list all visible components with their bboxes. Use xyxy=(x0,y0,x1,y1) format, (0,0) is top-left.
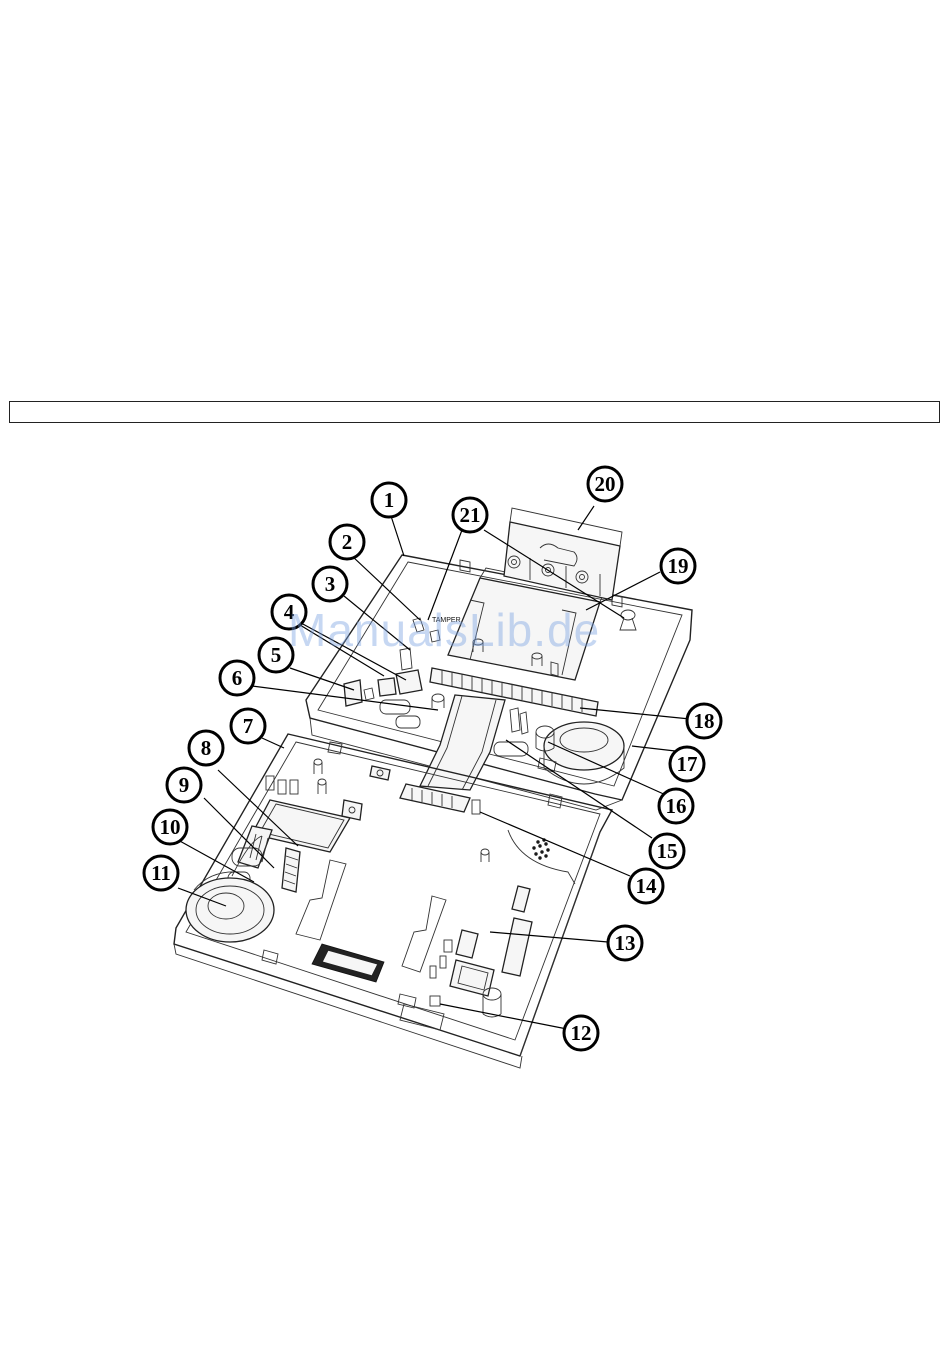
svg-text:19: 19 xyxy=(668,554,689,578)
svg-text:6: 6 xyxy=(232,666,243,690)
svg-text:9: 9 xyxy=(179,773,190,797)
rear-board-components xyxy=(344,648,444,728)
callout-9: 9 xyxy=(167,768,201,802)
microcontroller xyxy=(430,886,532,1017)
ribbon-cable xyxy=(400,695,505,812)
svg-text:10: 10 xyxy=(160,815,181,839)
callout-7: 7 xyxy=(231,709,265,743)
callout-20: 20 xyxy=(588,467,622,501)
callout-12: 12 xyxy=(564,1016,598,1050)
svg-text:7: 7 xyxy=(243,714,254,738)
svg-text:21: 21 xyxy=(460,503,481,527)
svg-text:2: 2 xyxy=(342,530,353,554)
callout-17: 17 xyxy=(670,747,704,781)
callout-19: 19 xyxy=(661,549,695,583)
svg-text:11: 11 xyxy=(151,861,171,885)
svg-text:14: 14 xyxy=(636,874,658,898)
callout-2: 2 xyxy=(330,525,364,559)
transformer xyxy=(544,722,624,784)
callout-13: 13 xyxy=(608,926,642,960)
callout-4: 4 xyxy=(272,595,306,629)
callout-16: 16 xyxy=(659,789,693,823)
callout-3: 3 xyxy=(313,567,347,601)
svg-text:18: 18 xyxy=(694,709,715,733)
ic-socket xyxy=(312,944,384,982)
callout-1: 1 xyxy=(372,483,406,517)
svg-text:1: 1 xyxy=(384,488,395,512)
svg-text:13: 13 xyxy=(615,931,636,955)
callout-10: 10 xyxy=(153,810,187,844)
keyhole-mount xyxy=(620,610,636,630)
callout-11: 11 xyxy=(144,856,178,890)
tamper-switch-area: TAMPER xyxy=(413,617,461,642)
svg-text:3: 3 xyxy=(325,572,336,596)
callout-15: 15 xyxy=(650,834,684,868)
svg-text:4: 4 xyxy=(284,600,295,624)
svg-text:17: 17 xyxy=(677,752,698,776)
callout-21: 21 xyxy=(453,498,487,532)
svg-text:15: 15 xyxy=(657,839,678,863)
svg-text:5: 5 xyxy=(271,643,282,667)
callout-5: 5 xyxy=(259,638,293,672)
tamper-label: TAMPER xyxy=(432,617,461,624)
callout-8: 8 xyxy=(189,731,223,765)
svg-text:12: 12 xyxy=(571,1021,592,1045)
callout-14: 14 xyxy=(629,869,663,903)
callout-18: 18 xyxy=(687,704,721,738)
callout-6: 6 xyxy=(220,661,254,695)
svg-text:16: 16 xyxy=(666,794,687,818)
svg-text:20: 20 xyxy=(595,472,616,496)
svg-text:8: 8 xyxy=(201,736,212,760)
